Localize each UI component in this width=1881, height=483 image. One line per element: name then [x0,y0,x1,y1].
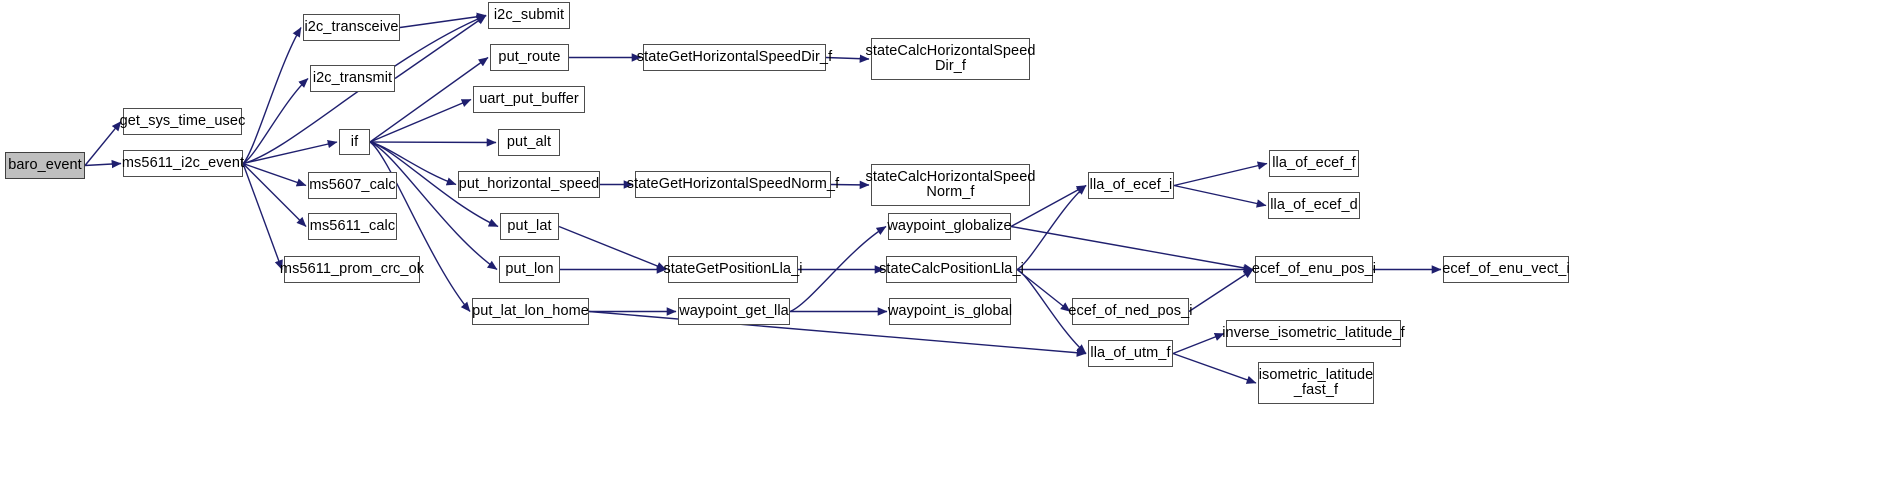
graph-node-label: lla_of_utm_f [1090,345,1171,361]
graph-node-stateCalcHorizontalSpeedNorm_f[interactable]: stateCalcHorizontalSpeed Norm_f [865,164,1035,206]
graph-node-label: stateCalcPositionLla_i [879,261,1024,277]
graph-node-label: ms5611_calc [309,218,396,234]
graph-node-put_route[interactable]: put_route [490,44,569,71]
graph-node-label: ms5607_calc [309,177,396,193]
graph-node-label: ms5611_i2c_event [121,155,245,171]
edge-put_lat-to-stateGetPositionLla_i [558,225,667,271]
graph-node-label: i2c_transmit [312,70,393,86]
edge-ms5611_i2c_event-to-ms5611_prom_crc_ok [242,163,283,270]
graph-node-lla_of_ecef_i[interactable]: lla_of_ecef_i [1088,172,1174,199]
graph-node-get_sys_time_usec[interactable]: get_sys_time_usec [120,108,245,135]
graph-node-label: uart_put_buffer [479,91,579,107]
edge-ecef_of_ned_pos_i-to-ecef_of_enu_pos_i [1188,268,1254,313]
edge-if-to-uart_put_buffer [369,98,472,143]
edge-lla_of_utm_f-to-inverse_isometric_latitude_f [1172,332,1225,355]
graph-node-ms5611_i2c_event[interactable]: ms5611_i2c_event [121,150,245,177]
graph-node-i2c_transmit[interactable]: i2c_transmit [310,65,395,92]
graph-node-stateCalcHorizontalSpeedDir_f[interactable]: stateCalcHorizontalSpeed Dir_f [865,38,1035,80]
graph-node-label: ecef_of_ned_pos_i [1068,303,1193,319]
graph-node-put_lat[interactable]: put_lat [500,213,559,240]
graph-node-label: stateCalcHorizontalSpeed Norm_f [865,169,1036,200]
graph-node-label: put_lat_lon_home [472,303,589,319]
graph-node-label: ms5611_prom_crc_ok [279,261,425,277]
graph-node-i2c_transceive[interactable]: i2c_transceive [303,14,400,41]
graph-node-inverse_isometric_latitude_f[interactable]: inverse_isometric_latitude_f [1222,320,1405,347]
graph-node-label: lla_of_ecef_d [1270,197,1358,213]
graph-node-label: stateGetPositionLla_i [663,261,803,277]
graph-node-lla_of_ecef_f[interactable]: lla_of_ecef_f [1269,150,1359,177]
graph-node-label: ecef_of_enu_pos_i [1251,261,1377,277]
graph-node-ms5607_calc[interactable]: ms5607_calc [308,172,397,199]
edge-lla_of_ecef_i-to-lla_of_ecef_f [1173,161,1268,187]
graph-node-label: put_route [498,49,561,65]
graph-node-if[interactable]: if [339,129,370,155]
graph-node-ecef_of_enu_pos_i[interactable]: ecef_of_enu_pos_i [1251,256,1377,283]
graph-node-i2c_submit[interactable]: i2c_submit [488,2,570,29]
graph-node-ms5611_prom_crc_ok[interactable]: ms5611_prom_crc_ok [280,256,424,283]
graph-node-label: waypoint_get_lla [679,303,789,319]
edge-ms5611_i2c_event-to-ms5611_calc [242,163,307,227]
graph-node-waypoint_is_global[interactable]: waypoint_is_global [887,298,1013,325]
graph-node-label: i2c_submit [493,7,565,23]
graph-node-label: isometric_latitude _fast_f [1258,367,1374,398]
graph-node-put_lat_lon_home[interactable]: put_lat_lon_home [472,298,589,325]
edge-i2c_transmit-to-i2c_submit [394,14,487,80]
graph-node-label: lla_of_ecef_f [1272,155,1356,171]
graph-node-label: put_horizontal_speed [458,176,600,192]
graph-node-lla_of_utm_f[interactable]: lla_of_utm_f [1088,340,1173,367]
edge-ms5611_i2c_event-to-if [242,139,338,165]
edge-stateCalcPositionLla_i-to-ecef_of_ned_pos_i [1016,268,1071,313]
graph-node-ecef_of_ned_pos_i[interactable]: ecef_of_ned_pos_i [1068,298,1193,325]
edge-baro_event-to-ms5611_i2c_event [84,159,122,169]
graph-node-label: stateGetHorizontalSpeedDir_f [636,49,833,65]
graph-node-label: put_alt [506,134,552,150]
edge-i2c_transceive-to-i2c_submit [399,12,487,29]
graph-node-label: stateGetHorizontalSpeedNorm_f [626,176,840,192]
graph-node-lla_of_ecef_d[interactable]: lla_of_ecef_d [1268,192,1360,219]
graph-node-label: put_lat [507,218,552,234]
graph-node-label: baro_event [8,157,82,173]
graph-node-label: ecef_of_enu_vect_i [1442,261,1570,277]
graph-node-waypoint_get_lla[interactable]: waypoint_get_lla [678,298,790,325]
graph-node-ecef_of_enu_vect_i[interactable]: ecef_of_enu_vect_i [1442,256,1570,283]
graph-node-stateGetPositionLla_i[interactable]: stateGetPositionLla_i [663,256,802,283]
graph-node-put_lon[interactable]: put_lon [499,256,560,283]
edge-stateGetHorizontalSpeedDir_f-to-stateCalcHorizontalSpeedDir_f [825,54,870,63]
edge-ms5611_i2c_event-to-ms5607_calc [242,162,307,187]
graph-node-label: put_lon [505,261,554,277]
graph-node-label: lla_of_ecef_i [1089,177,1173,193]
edge-if-to-put_lon [369,141,498,271]
graph-node-uart_put_buffer[interactable]: uart_put_buffer [473,86,585,113]
graph-node-label: inverse_isometric_latitude_f [1222,325,1405,341]
graph-node-label: i2c_transceive [304,19,399,35]
graph-node-waypoint_globalize[interactable]: waypoint_globalize [887,213,1012,240]
edge-lla_of_ecef_i-to-lla_of_ecef_d [1173,184,1267,208]
graph-node-label: stateCalcHorizontalSpeed Dir_f [865,43,1036,74]
graph-node-label: waypoint_globalize [887,218,1012,234]
graph-node-stateCalcPositionLla_i[interactable]: stateCalcPositionLla_i [879,256,1024,283]
graph-node-put_alt[interactable]: put_alt [498,129,560,156]
graph-node-label: waypoint_is_global [887,303,1013,319]
graph-node-label: if [350,133,359,150]
graph-node-put_horizontal_speed[interactable]: put_horizontal_speed [458,171,600,198]
edge-waypoint_globalize-to-ecef_of_enu_pos_i [1010,225,1254,273]
graph-node-isometric_latitude_fast_f[interactable]: isometric_latitude _fast_f [1258,362,1374,404]
edge-waypoint_get_lla-to-waypoint_globalize [789,225,887,313]
edge-lla_of_utm_f-to-isometric_latitude_fast_f [1172,352,1257,384]
graph-node-stateGetHorizontalSpeedNorm_f[interactable]: stateGetHorizontalSpeedNorm_f [627,171,839,198]
edge-baro_event-to-get_sys_time_usec [84,121,122,166]
graph-node-label: get_sys_time_usec [119,113,246,129]
edge-ms5611_i2c_event-to-i2c_transceive [242,27,302,165]
graph-node-ms5611_calc[interactable]: ms5611_calc [308,213,397,240]
edge-ms5611_i2c_event-to-i2c_transmit [242,77,309,165]
graph-node-stateGetHorizontalSpeedDir_f[interactable]: stateGetHorizontalSpeedDir_f [637,44,832,71]
edge-if-to-put_alt [369,138,497,147]
graph-node-baro_event[interactable]: baro_event [5,152,85,179]
